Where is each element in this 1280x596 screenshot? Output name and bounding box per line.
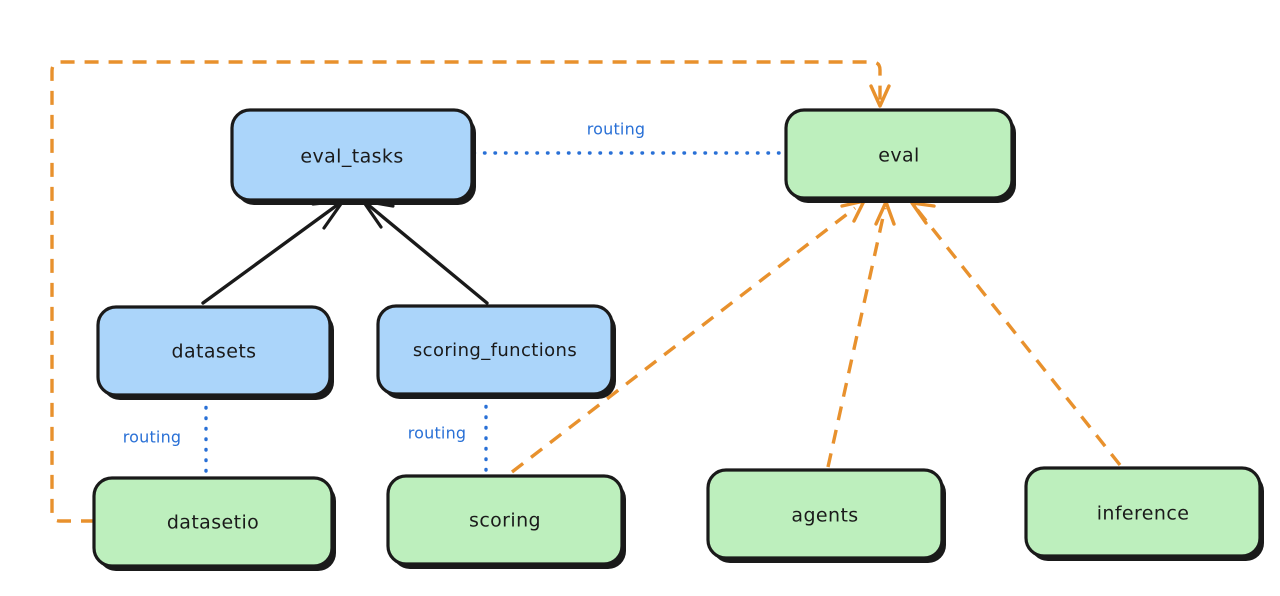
node-agents-label: agents [791, 505, 858, 527]
node-layer: eval_tasks eval datasets scoring_functio… [92, 108, 1264, 571]
edge-agents-to-eval [826, 200, 896, 468]
node-scoring_functions-body[interactable] [376, 304, 614, 396]
node-eval_tasks[interactable]: eval_tasks [230, 108, 476, 205]
edge-datasetio-to-eval [50, 60, 891, 523]
node-datasetio-label: datasetio [167, 512, 259, 534]
edge-label-routing-datasetio: routing [123, 428, 182, 447]
edge-inference-to-eval [910, 201, 1122, 467]
node-inference-body[interactable] [1024, 466, 1262, 558]
node-agents[interactable]: agents [706, 468, 946, 563]
edge-scoring_functions-to-eval_tasks [361, 199, 489, 305]
node-datasets-body[interactable] [96, 305, 332, 397]
edge-label-routing-eval: routing [587, 120, 646, 139]
edge-label-routing-scoring: routing [408, 424, 467, 443]
node-eval-body[interactable] [784, 108, 1014, 200]
node-eval_tasks-label: eval_tasks [300, 146, 403, 168]
edge-label-layer: routing routing routing [123, 120, 646, 447]
node-scoring-body[interactable] [386, 474, 624, 566]
edge-datasets-to-eval_tasks [201, 199, 345, 305]
node-scoring_functions[interactable]: scoring_functions [376, 304, 616, 399]
node-scoring_functions-label: scoring_functions [413, 340, 577, 361]
node-datasets[interactable]: datasets [96, 305, 334, 400]
node-eval_tasks-body[interactable] [230, 108, 474, 202]
node-datasetio[interactable]: datasetio [92, 476, 336, 571]
node-eval[interactable]: eval [784, 108, 1016, 203]
node-datasets-label: datasets [172, 341, 257, 363]
node-scoring-label: scoring [469, 510, 541, 532]
node-inference[interactable]: inference [1024, 466, 1264, 561]
node-inference-label: inference [1097, 503, 1190, 525]
node-agents-body[interactable] [706, 468, 944, 560]
node-eval-label: eval [878, 145, 919, 167]
node-scoring[interactable]: scoring [386, 474, 626, 569]
node-datasetio-body[interactable] [92, 476, 334, 568]
